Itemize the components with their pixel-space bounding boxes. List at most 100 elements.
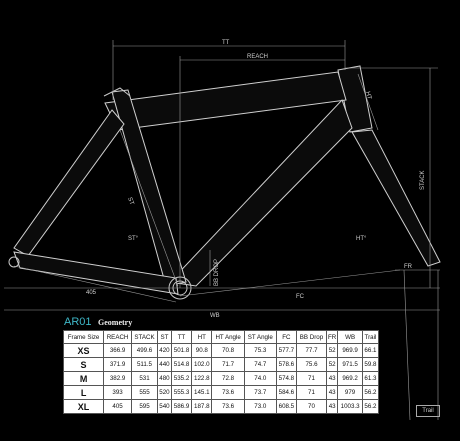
col-header: FC xyxy=(275,330,298,344)
geometry-table: Frame Size REACH STACK ST TT HT HT Angle… xyxy=(62,330,380,414)
table-cell: 574.8 xyxy=(275,371,298,386)
frame-size-cell: M xyxy=(62,371,105,386)
table-cell: 531 xyxy=(130,371,159,386)
col-header: STACK xyxy=(130,330,159,344)
table-cell: 969.9 xyxy=(337,343,363,358)
table-cell: 61.3 xyxy=(361,371,380,386)
col-header: HT xyxy=(191,330,213,344)
dim-label-reach: REACH xyxy=(247,54,268,60)
col-header: Trail xyxy=(361,330,380,344)
fork xyxy=(351,129,441,267)
table-cell: 52 xyxy=(325,343,339,358)
rear-dropout xyxy=(8,256,20,268)
table-cell: 71.7 xyxy=(211,357,245,372)
seat-stay xyxy=(13,109,125,257)
top-tube xyxy=(104,71,347,131)
table-cell: 535.2 xyxy=(170,371,193,386)
table-cell: 59.8 xyxy=(361,357,380,372)
table-cell: 70.8 xyxy=(211,343,245,358)
col-header: WB xyxy=(337,330,363,344)
table-cell: 501.8 xyxy=(170,343,193,358)
table-cell: 74.0 xyxy=(243,371,277,386)
col-header: Frame Size xyxy=(62,330,105,344)
table-cell: 122.8 xyxy=(191,371,213,386)
table-cell: 405 xyxy=(103,399,132,414)
table-cell: 90.8 xyxy=(191,343,213,358)
table-cell: 77.7 xyxy=(296,343,327,358)
table-cell: 187.8 xyxy=(191,399,213,414)
table-cell: 511.5 xyxy=(130,357,159,372)
geometry-header-row: Frame Size REACH STACK ST TT HT HT Angle… xyxy=(62,330,380,344)
chain-stay xyxy=(13,251,179,295)
table-cell: 514.8 xyxy=(170,357,193,372)
down-tube xyxy=(168,99,353,287)
table-cell: 499.6 xyxy=(130,343,159,358)
col-header: BB Drop xyxy=(296,330,327,344)
table-cell: 979 xyxy=(337,385,363,400)
col-header: HT Angle xyxy=(211,330,245,344)
table-cell: 56.2 xyxy=(361,385,380,400)
table-cell: 43 xyxy=(325,385,339,400)
table-cell: 440 xyxy=(157,357,172,372)
table-cell: 56.2 xyxy=(361,399,380,414)
dimension-lines xyxy=(4,40,440,421)
dim-label-trail: Trail xyxy=(416,405,440,417)
table-cell: 577.7 xyxy=(275,343,298,358)
table-cell: 102.0 xyxy=(191,357,213,372)
geometry-heading: Geometry xyxy=(98,318,133,327)
table-cell: 73.0 xyxy=(243,399,277,414)
col-header: TT xyxy=(170,330,193,344)
dim-label-ht: HT xyxy=(364,91,372,101)
table-cell: 586.9 xyxy=(170,399,193,414)
table-cell: 73.6 xyxy=(211,399,245,414)
dim-label-cs: 405 xyxy=(86,290,97,296)
dim-label-bb-drop: BB DROP xyxy=(214,259,220,286)
table-cell: 420 xyxy=(157,343,172,358)
table-cell: 43 xyxy=(325,399,339,414)
dim-label-wb: WB xyxy=(210,313,220,319)
table-cell: 66.1 xyxy=(361,343,380,358)
table-cell: 145.1 xyxy=(191,385,213,400)
model-name: AR01 xyxy=(64,316,92,328)
col-header: REACH xyxy=(103,330,132,344)
table-cell: 72.8 xyxy=(211,371,245,386)
table-cell: 366.9 xyxy=(103,343,132,358)
table-cell: 73.7 xyxy=(243,385,277,400)
table-cell: 371.9 xyxy=(103,357,132,372)
table-cell: 969.2 xyxy=(337,371,363,386)
dim-label-st: ST xyxy=(126,197,134,207)
bike-frame-drawing xyxy=(8,65,441,300)
table-cell: 971.5 xyxy=(337,357,363,372)
col-header: ST Angle xyxy=(243,330,277,344)
table-cell: 540 xyxy=(157,399,172,414)
table-cell: 382.9 xyxy=(103,371,132,386)
table-cell: 578.6 xyxy=(275,357,298,372)
table-cell: 1003.3 xyxy=(337,399,363,414)
table-cell: 520 xyxy=(157,385,172,400)
table-cell: 52 xyxy=(325,357,339,372)
frame-size-cell: L xyxy=(62,385,105,400)
dim-label-tt: TT xyxy=(222,40,230,46)
table-cell: 608.5 xyxy=(275,399,298,414)
dim-label-st-angle: ST° xyxy=(128,236,139,242)
dim-label-fc: FC xyxy=(296,294,305,300)
table-cell: 75.3 xyxy=(243,343,277,358)
table-cell: 71 xyxy=(296,371,327,386)
table-cell: 595 xyxy=(130,399,159,414)
col-header: ST xyxy=(157,330,172,344)
table-cell: 74.7 xyxy=(243,357,277,372)
table-cell: 71 xyxy=(296,385,327,400)
table-cell: 393 xyxy=(103,385,132,400)
table-cell: 480 xyxy=(157,371,172,386)
table-cell: 73.6 xyxy=(211,385,245,400)
frame-size-cell: XL xyxy=(62,399,105,414)
table-cell: 43 xyxy=(325,371,339,386)
table-cell: 70 xyxy=(296,399,327,414)
